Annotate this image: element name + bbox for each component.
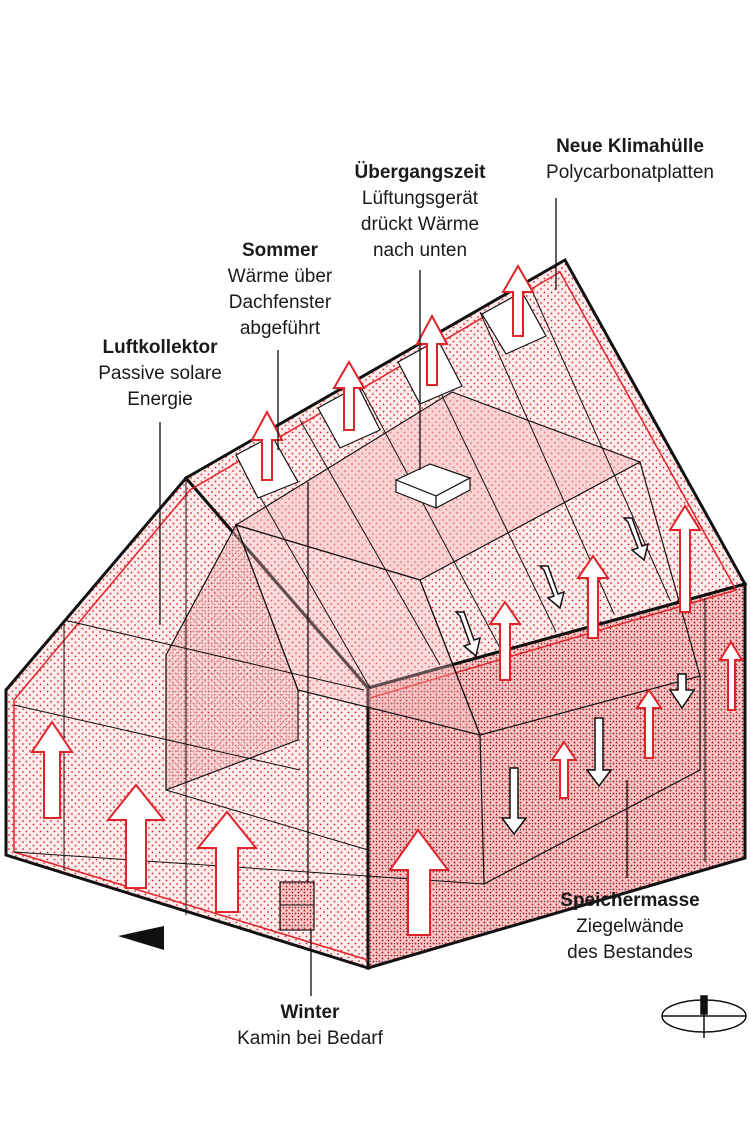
up-arrow-5	[250, 409, 284, 481]
label-klimahuelle-title: Neue Klimahülle	[556, 136, 704, 157]
up-arrow-11	[668, 504, 702, 613]
down-arrow-3	[622, 517, 650, 562]
ventilation-unit	[394, 463, 472, 509]
up-arrow-2	[195, 810, 259, 913]
north-arrow-icon	[661, 995, 747, 1038]
up-arrow-8	[501, 263, 535, 337]
label-speichermasse-line1: Ziegelwände	[576, 916, 684, 937]
down-arrow-4	[500, 767, 528, 836]
up-arrow-9	[488, 600, 522, 681]
up-arrow-6	[332, 359, 366, 431]
up-arrow-7	[415, 313, 449, 386]
down-arrow-5	[585, 717, 613, 788]
existing-house-gable	[165, 523, 299, 791]
air-down-arrows	[454, 517, 696, 836]
label-klimahuelle-line1: Polycarbonatplatten	[546, 162, 714, 183]
label-luftkollektor-title: Luftkollektor	[102, 337, 218, 358]
label-speichermasse-title: Speichermasse	[560, 890, 700, 911]
heat-up-arrows	[30, 263, 744, 936]
up-arrow-10	[576, 554, 610, 639]
label-speichermasse-line2: des Bestandes	[567, 942, 693, 963]
label-sommer-line3: abgeführt	[239, 318, 321, 339]
up-arrow-3	[388, 828, 450, 936]
label-uebergangszeit-line2: drückt Wärme	[360, 214, 480, 235]
up-arrow-12	[550, 740, 578, 799]
label-winter-title: Winter	[280, 1002, 340, 1023]
label-uebergangszeit-title: Übergangszeit	[354, 162, 486, 183]
view-direction-icon	[118, 926, 164, 950]
label-speichermasse: Speichermasse Ziegelwände des Bestandes	[520, 888, 740, 966]
envelope-inner-outline	[13, 270, 738, 701]
label-sommer-line1: Wärme über	[227, 266, 333, 287]
down-arrow-1	[454, 611, 482, 658]
up-arrow-14	[718, 640, 744, 711]
up-arrow-13	[635, 688, 663, 759]
label-uebergangszeit: Übergangszeit Lüftungsgerät drückt Wärme…	[320, 160, 520, 264]
label-luftkollektor-line1: Passive solare	[98, 363, 222, 384]
label-sommer-title: Sommer	[241, 240, 319, 261]
label-klimahuelle: Neue Klimahülle Polycarbonatplatten	[515, 134, 745, 186]
down-arrow-6	[668, 673, 696, 710]
label-sommer: Sommer Wärme über Dachfenster abgeführt	[185, 238, 375, 342]
down-arrow-2	[538, 565, 566, 610]
label-winter: Winter Kamin bei Bedarf	[200, 1000, 420, 1052]
label-luftkollektor-line2: Energie	[127, 389, 193, 410]
label-luftkollektor: Luftkollektor Passive solare Energie	[50, 335, 270, 413]
stove-icon	[279, 881, 315, 931]
label-sommer-line2: Dachfenster	[228, 292, 332, 313]
label-uebergangszeit-line3: nach unten	[372, 240, 468, 261]
up-arrow-4	[30, 720, 74, 819]
label-winter-line1: Kamin bei Bedarf	[237, 1028, 383, 1049]
label-uebergangszeit-line1: Lüftungsgerät	[361, 188, 479, 209]
up-arrow-1	[105, 783, 167, 889]
